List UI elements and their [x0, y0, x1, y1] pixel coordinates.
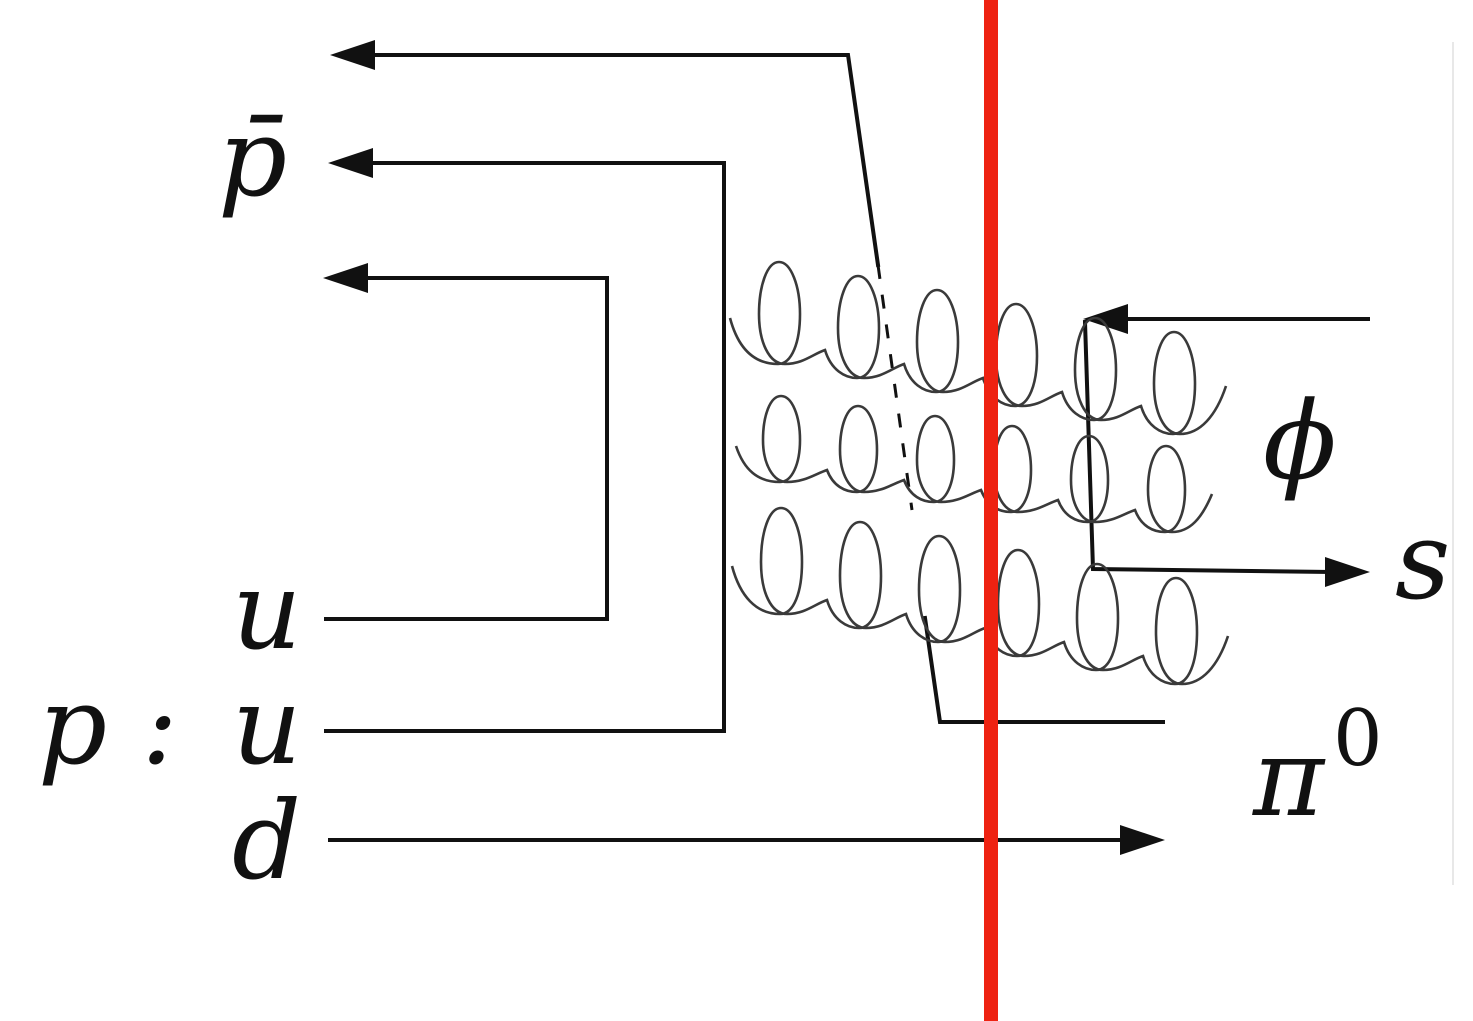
label-pbar: p̄ — [218, 96, 287, 221]
label-pi: π — [1252, 716, 1326, 841]
label-u-mid: u — [232, 664, 302, 789]
cut-line — [984, 0, 998, 1021]
pbar-line — [324, 161, 726, 733]
label-u-top: u — [232, 549, 302, 674]
label-phi: ϕ — [1263, 379, 1337, 504]
pi0-line — [922, 615, 1165, 724]
gluon-row-1 — [728, 260, 1228, 436]
label-pi-superscript: 0 — [1333, 694, 1383, 784]
gluon-row-2 — [734, 394, 1214, 534]
outgoing-line-top — [368, 53, 881, 268]
arrow-left-pbar — [328, 148, 373, 178]
u-quark-line — [324, 276, 609, 621]
gluon-row-3 — [730, 506, 1230, 686]
arrow-left-u — [323, 263, 368, 293]
label-p-colon: p : — [38, 664, 178, 789]
label-s: s — [1395, 499, 1450, 624]
label-d: d — [232, 779, 301, 904]
arrow-right-s — [1325, 557, 1370, 587]
arrow-right-d — [1120, 825, 1165, 855]
arrow-left-top — [330, 40, 375, 70]
s-line — [1082, 319, 1333, 575]
arrow-left-phi — [1083, 304, 1128, 334]
dashed-through-blob — [876, 264, 914, 511]
